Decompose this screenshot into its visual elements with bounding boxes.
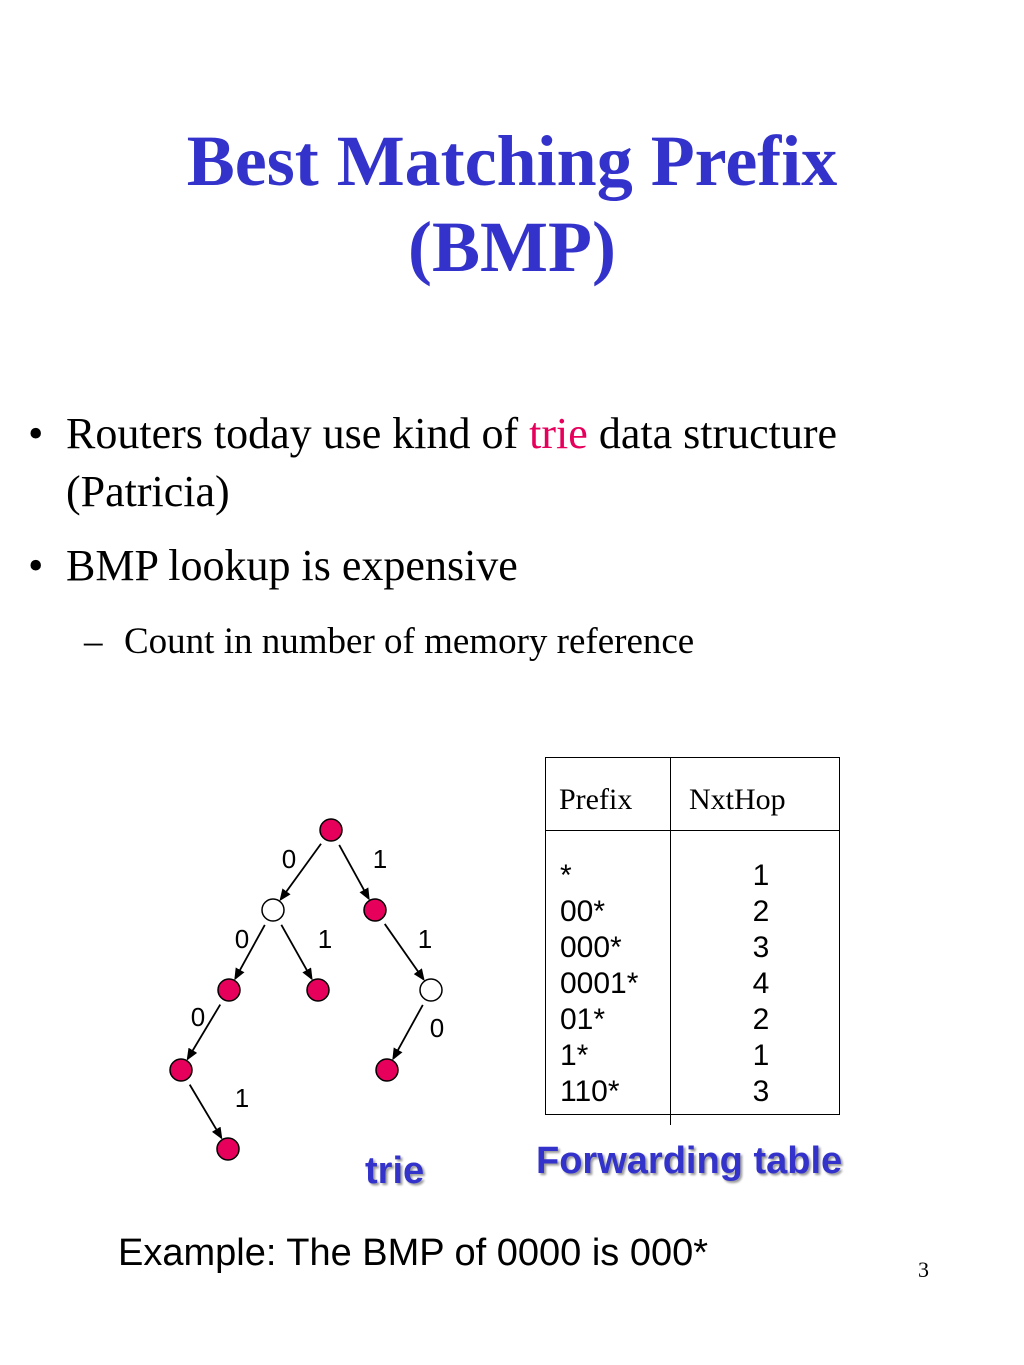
sub-bullet: –Count in number of memory reference bbox=[84, 618, 694, 666]
trie-node-prefix bbox=[375, 1058, 399, 1082]
sub-bullet-marker: – bbox=[84, 621, 103, 662]
trie-edge bbox=[188, 1084, 223, 1140]
trie-edge bbox=[392, 1004, 424, 1061]
title-line-1: Best Matching Prefix bbox=[186, 121, 838, 201]
page-number: 3 bbox=[918, 1257, 929, 1282]
forwarding-table-caption: Forwarding table bbox=[536, 1140, 843, 1182]
trie-edge bbox=[234, 924, 266, 981]
trie-edge-label: 0 bbox=[430, 1013, 444, 1043]
bullet-list: • Routers today use kind of trie data st… bbox=[28, 405, 1008, 595]
trie-edge-label: 1 bbox=[235, 1083, 249, 1113]
trie-edge-label: 1 bbox=[418, 924, 432, 954]
prefix-cell: 01* bbox=[560, 1003, 606, 1036]
sub-bullet-text: Count in number of memory reference bbox=[124, 621, 695, 662]
trie-edge bbox=[338, 844, 370, 901]
bullet-item: • BMP lookup is expensive bbox=[28, 537, 1008, 595]
trie-caption: trie bbox=[365, 1150, 425, 1192]
next-hop-cell: 1 bbox=[752, 859, 770, 892]
trie-edge bbox=[186, 1004, 222, 1061]
example-text: Example: The BMP of 0000 is 000* bbox=[118, 1232, 709, 1274]
table-column-divider bbox=[670, 758, 671, 1125]
trie-edge-label: 1 bbox=[373, 844, 387, 874]
trie-edge-label: 1 bbox=[318, 924, 332, 954]
prefix-column: * 00* 000* 0001* 01* 1* 110* bbox=[560, 858, 638, 1110]
bullet-marker: • bbox=[28, 541, 44, 590]
prefix-cell: 110* bbox=[560, 1075, 620, 1108]
trie-node-prefix bbox=[169, 1058, 193, 1082]
trie-node-empty bbox=[261, 898, 285, 922]
prefix-cell: 000* bbox=[560, 931, 622, 964]
trie-node-prefix bbox=[319, 818, 343, 842]
next-hop-cell: 1 bbox=[752, 1039, 770, 1072]
trie-edge bbox=[384, 923, 425, 981]
trie-edge bbox=[280, 924, 313, 981]
trie-node-prefix bbox=[306, 978, 330, 1002]
next-hop-cell: 3 bbox=[752, 1075, 770, 1108]
trie-node-prefix bbox=[363, 898, 387, 922]
title-line-2: (BMP) bbox=[408, 207, 616, 287]
highlighted-term: trie bbox=[529, 409, 588, 458]
bullet-text: Routers today use kind of bbox=[66, 409, 530, 458]
prefix-cell: 1* bbox=[560, 1039, 589, 1072]
trie-edge-label: 0 bbox=[235, 924, 249, 954]
bullet-text: BMP lookup is expensive bbox=[66, 541, 518, 590]
trie-edge bbox=[279, 843, 322, 902]
prefix-header: Prefix bbox=[559, 783, 633, 816]
table-header-divider bbox=[546, 830, 839, 831]
trie-node-prefix bbox=[216, 1137, 240, 1161]
bullet-item: • Routers today use kind of trie data st… bbox=[28, 405, 1008, 521]
next-hop-cell: 4 bbox=[752, 967, 770, 1000]
prefix-cell: * bbox=[560, 859, 572, 892]
forwarding-table: Prefix NxtHop * 00* 000* 0001* 01* 1* 11… bbox=[545, 757, 840, 1125]
trie-node-prefix bbox=[217, 978, 241, 1002]
trie-node-empty bbox=[419, 978, 443, 1002]
next-hop-header: NxtHop bbox=[689, 783, 786, 816]
prefix-cell: 0001* bbox=[560, 967, 639, 1000]
bullet-marker: • bbox=[28, 409, 44, 458]
next-hop-column: 1 2 3 4 2 1 3 bbox=[736, 858, 786, 1110]
trie-edge-label: 0 bbox=[191, 1002, 205, 1032]
next-hop-cell: 3 bbox=[752, 931, 770, 964]
next-hop-cell: 2 bbox=[752, 895, 770, 928]
prefix-cell: 00* bbox=[560, 895, 606, 928]
next-hop-cell: 2 bbox=[752, 1003, 770, 1036]
slide-title: Best Matching Prefix (BMP) bbox=[0, 118, 1024, 290]
trie-edge-label: 0 bbox=[282, 844, 296, 874]
bullet-text-continued: data structure (Patricia) bbox=[66, 409, 838, 516]
